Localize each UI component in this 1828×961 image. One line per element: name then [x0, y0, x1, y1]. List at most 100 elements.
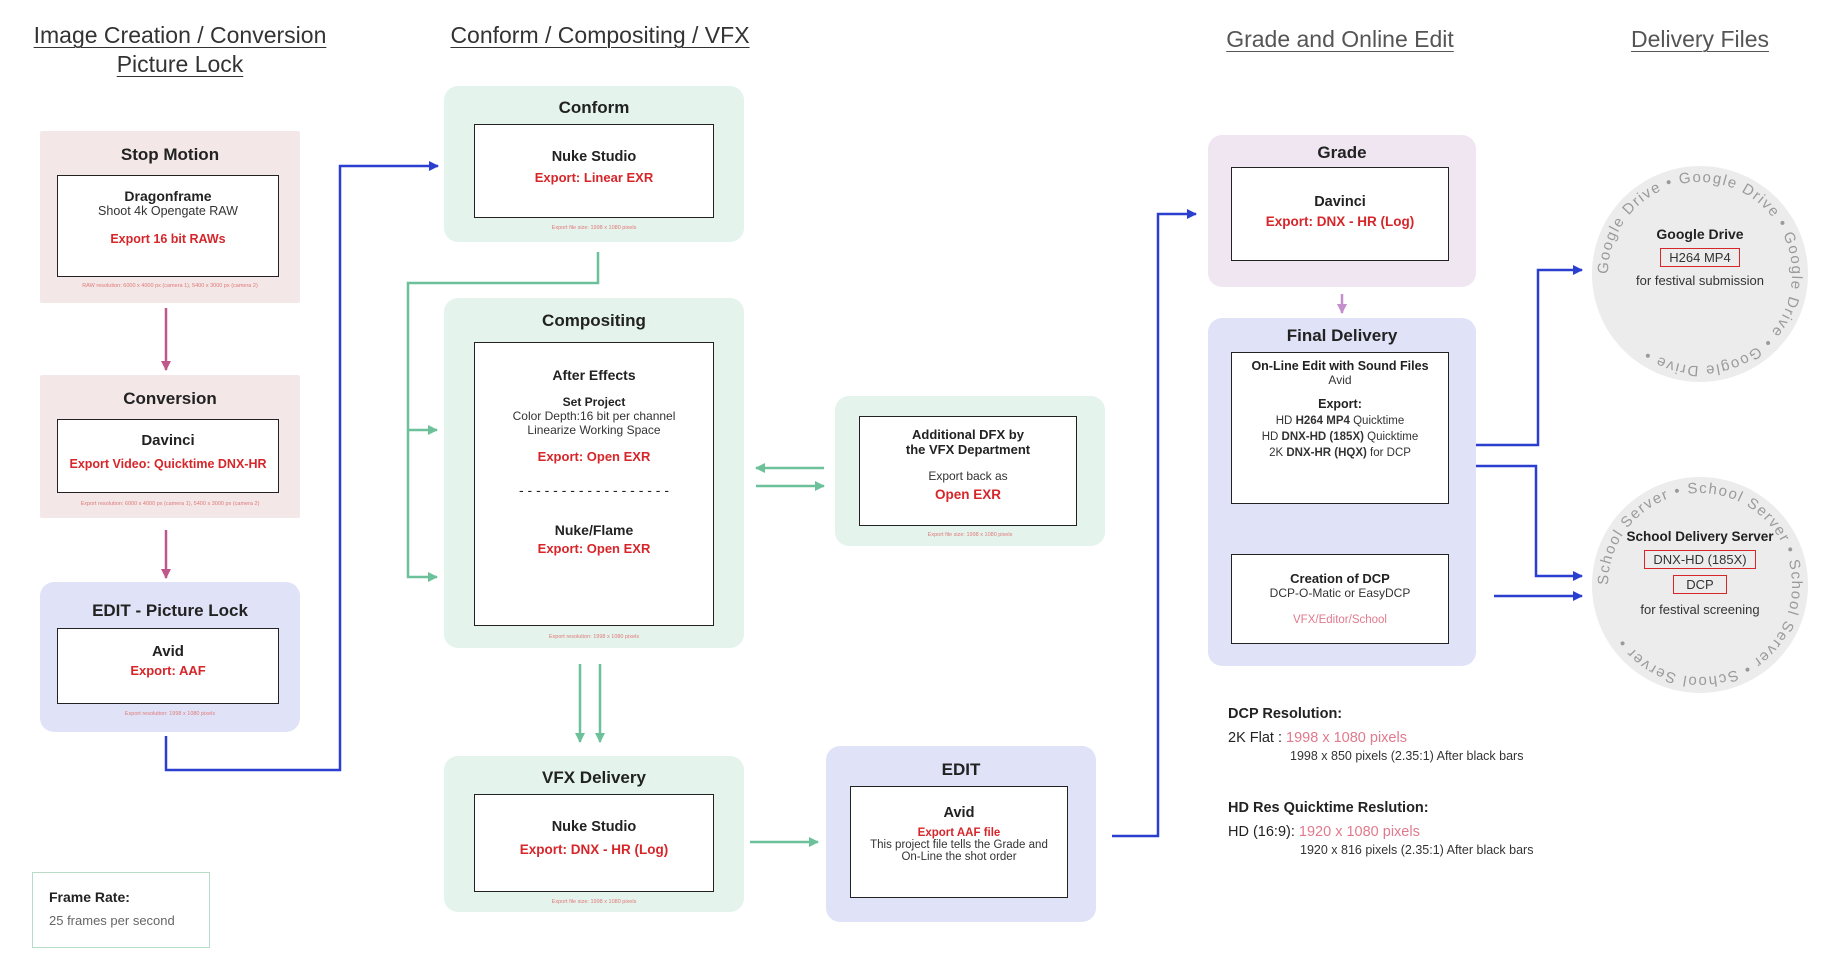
final-delivery-title: Final Delivery: [1286, 326, 1398, 345]
final-delivery-panel: Final Delivery On-Line Edit with Sound F…: [1208, 318, 1476, 666]
edit-lock-box: Avid Export: AAF: [57, 628, 279, 704]
stop-motion-note: RAW resolution: 6000 x 4000 px (camera 1…: [82, 283, 258, 289]
arrow-edit-to-conform: [164, 161, 439, 772]
conversion-note: Export resolution: 6000 x 4000 px (camer…: [80, 501, 260, 507]
stop-motion-desc: Shoot 4k Opengate RAW: [98, 204, 238, 218]
compositing-setproj: Set Project: [562, 395, 626, 409]
hd-resolution-note: HD Res Quicktime Reslution: HD (16:9): 1…: [1228, 800, 1628, 857]
dcp-resolution-flat: 2K Flat : 1998 x 1080 pixels: [1228, 730, 1407, 746]
edit-box: Avid Export AAF file This project file t…: [850, 786, 1068, 898]
edit-export: Export AAF file: [917, 827, 1001, 839]
arrow-dnxhd-to-school: [1432, 464, 1583, 581]
compositing-note: Export resolution: 1998 x 1080 pixels: [548, 634, 640, 640]
online-software: Avid: [1328, 373, 1352, 387]
col1-header-line2: Picture Lock: [116, 51, 244, 77]
edit-panel: EDIT Avid Export AAF file This project f…: [826, 746, 1096, 922]
stop-motion-export: Export 16 bit RAWs: [110, 232, 226, 246]
edit-desc1: This project file tells the Grade and: [870, 839, 1048, 851]
online-format-dnxhd: HD DNX-HD (185X) Quicktime: [1261, 431, 1419, 443]
vfx-delivery-panel: VFX Delivery Nuke Studio Export: DNX - H…: [444, 756, 744, 912]
grade-box: Davinci Export: DNX - HR (Log): [1231, 167, 1449, 261]
frame-rate-box: Frame Rate: 25 frames per second: [32, 872, 210, 948]
conform-software: Nuke Studio: [551, 149, 637, 165]
edit-lock-panel: EDIT - Picture Lock Avid Export: AAF Exp…: [40, 582, 300, 732]
vfx-delivery-title: VFX Delivery: [542, 768, 646, 787]
online-format-h264: HD H264 MP4 Quicktime: [1275, 415, 1405, 427]
online-edit-box: On-Line Edit with Sound Files Avid Expor…: [1231, 352, 1449, 504]
compositing-export1: Export: Open EXR: [537, 449, 651, 464]
vfx-dept-export: Open EXR: [934, 487, 1001, 502]
grade-software: Davinci: [1314, 194, 1366, 210]
conversion-software: Davinci: [141, 432, 195, 449]
vfx-delivery-note: Export file size: 1998 x 1080 pixels: [551, 899, 637, 905]
compositing-divider: - - - - - - - - - - - - - - - - - -: [518, 482, 670, 498]
arrow-edit-to-grade: [1112, 209, 1197, 838]
conform-export: Export: Linear EXR: [534, 170, 654, 185]
school-server-disc: [1592, 477, 1808, 693]
col3-header: Grade and Online Edit: [1226, 26, 1454, 52]
vfx-delivery-software: Nuke Studio: [551, 819, 637, 835]
vfx-dept-line1: Additional DFX by: [912, 427, 1024, 442]
vfx-dept-panel: Additional DFX by the VFX Department Exp…: [835, 396, 1105, 546]
arrow-h264-to-googledrive: [1425, 265, 1583, 447]
grade-export: Export: DNX - HR (Log): [1265, 214, 1415, 229]
grade-title: Grade: [1317, 143, 1367, 162]
conform-title: Conform: [558, 98, 630, 117]
google-drive-format: H264 MP4: [1660, 248, 1740, 267]
dcp-who: VFX/Editor/School: [1293, 614, 1387, 626]
compositing-linear: Linearize Working Space: [527, 423, 661, 437]
compositing-export2: Export: Open EXR: [537, 541, 651, 556]
compositing-title: Compositing: [542, 311, 646, 330]
google-drive-disc: [1592, 166, 1808, 382]
edit-lock-software: Avid: [152, 643, 184, 660]
stop-motion-title: Stop Motion: [120, 145, 220, 164]
compositing-panel: Compositing After Effects Set Project Co…: [444, 298, 744, 648]
col1-header-line1: Image Creation / Conversion: [33, 22, 327, 48]
conversion-box: Davinci Export Video: Quicktime DNX-HR: [57, 419, 279, 493]
hd-resolution-sub: 1920 x 816 pixels (2.35:1) After black b…: [1300, 843, 1534, 857]
frame-rate-value: 25 frames per second: [49, 913, 175, 928]
edit-lock-note: Export resolution: 1998 x 1080 pixels: [124, 711, 216, 717]
google-drive-title: Google Drive: [1656, 226, 1744, 242]
compositing-box: After Effects Set Project Color Depth:16…: [474, 342, 714, 626]
edit-lock-title: EDIT - Picture Lock: [92, 601, 248, 620]
col4-header: Delivery Files: [1630, 26, 1770, 52]
school-server-card: School Delivery Server DNX-HD (185X) DCP…: [1605, 529, 1795, 617]
vfx-delivery-export: Export: DNX - HR (Log): [519, 842, 669, 857]
hd-resolution-169: HD (16:9): 1920 x 1080 pixels: [1228, 824, 1420, 840]
school-server-format2: DCP: [1673, 575, 1727, 594]
online-format-dnxhr: 2K DNX-HR (HQX) for DCP: [1269, 447, 1411, 459]
edit-software: Avid: [943, 805, 975, 821]
vfx-dept-box: Additional DFX by the VFX Department Exp…: [859, 416, 1077, 526]
stop-motion-panel: Stop Motion Dragonframe Shoot 4k Opengat…: [40, 131, 300, 303]
vfx-delivery-box: Nuke Studio Export: DNX - HR (Log): [474, 794, 714, 892]
conform-box: Nuke Studio Export: Linear EXR: [474, 124, 714, 218]
stop-motion-box: Dragonframe Shoot 4k Opengate RAW Export…: [57, 175, 279, 277]
conversion-panel: Conversion Davinci Export Video: Quickti…: [40, 375, 300, 518]
conform-note: Export file size: 1998 x 1080 pixels: [551, 225, 637, 231]
school-server-title: School Delivery Server: [1626, 529, 1774, 544]
edit-lock-export: Export: AAF: [130, 663, 206, 678]
arrow-conform-to-compositing: [406, 252, 600, 582]
dcp-box: Creation of DCP DCP-O-Matic or EasyDCP V…: [1231, 554, 1449, 644]
vfx-dept-note: Export file size: 1998 x 1080 pixels: [927, 532, 1013, 538]
online-export-label: Export:: [1318, 397, 1362, 411]
conversion-title: Conversion: [123, 389, 217, 408]
compositing-depth: Color Depth:16 bit per channel: [512, 409, 676, 423]
vfx-dept-line2: the VFX Department: [905, 442, 1031, 457]
conform-panel: Conform Nuke Studio Export: Linear EXR E…: [444, 86, 744, 242]
school-server-format1: DNX-HD (185X): [1644, 550, 1756, 569]
online-title: On-Line Edit with Sound Files: [1251, 359, 1429, 373]
dcp-resolution-note: DCP Resolution: 2K Flat : 1998 x 1080 pi…: [1228, 706, 1608, 763]
edit-title: EDIT: [941, 760, 981, 779]
school-server-purpose: for festival screening: [1640, 602, 1760, 617]
vfx-dept-export-back: Export back as: [928, 469, 1008, 483]
grade-panel: Grade Davinci Export: DNX - HR (Log): [1208, 135, 1476, 287]
dcp-title: Creation of DCP: [1290, 571, 1390, 586]
compositing-software1: After Effects: [552, 367, 636, 383]
hd-resolution-title: HD Res Quicktime Reslution:: [1228, 800, 1429, 816]
col2-header: Conform / Compositing / VFX: [450, 22, 750, 48]
compositing-software2: Nuke/Flame: [554, 522, 634, 538]
dcp-software: DCP-O-Matic or EasyDCP: [1269, 586, 1411, 600]
